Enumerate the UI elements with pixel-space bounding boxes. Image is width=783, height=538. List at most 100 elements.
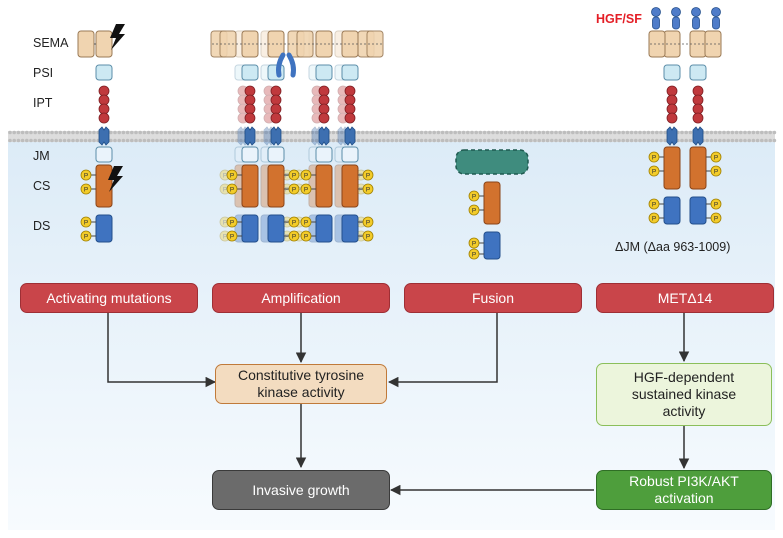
phosphate-label: P [223, 220, 227, 227]
met-exon14-box: METΔ14 [596, 283, 774, 313]
phosphate-label: P [359, 220, 363, 227]
phosphate-icon [648, 198, 660, 210]
label-sema: SEMA [33, 36, 69, 50]
kinase-lobe [689, 146, 707, 190]
phosphate-label: P [359, 234, 363, 241]
phosphate-icon [288, 169, 300, 181]
ipt-domain [692, 85, 704, 97]
phosphate-icon [80, 169, 92, 181]
kinase-lobe [689, 196, 707, 225]
sema-domain [77, 30, 95, 58]
phosphate-icon [300, 216, 312, 228]
hgf-ligand-icon [672, 16, 680, 30]
ipt-domain [666, 94, 678, 106]
label-jm: JM [33, 149, 50, 163]
phosphate-label: P [714, 155, 718, 162]
psi-domain [267, 64, 285, 81]
ipt-domain [270, 85, 282, 97]
phosphate-icon [648, 165, 660, 177]
psi-domain [95, 64, 113, 81]
ligand-icon [276, 52, 296, 78]
phosphate-icon [300, 183, 312, 195]
phosphate-icon [226, 216, 238, 228]
kinase-lobe [241, 214, 259, 243]
sema-domain [648, 30, 666, 58]
hgf-ligand-icon [671, 7, 681, 17]
hgf-ligand-icon [652, 16, 660, 30]
phosphate-label: P [285, 220, 289, 227]
ipt-domain [344, 85, 356, 97]
ipt-domain [98, 94, 110, 106]
hgf-ligand-icon [691, 7, 701, 17]
kinase-lobe [315, 214, 333, 243]
phosphate-label: P [652, 202, 656, 209]
phosphate-label: P [304, 220, 308, 227]
arrow-icon [387, 313, 498, 388]
membrane-bilayer-icon [8, 130, 777, 143]
label-ipt: IPT [33, 96, 53, 110]
phosphate-icon [468, 237, 480, 249]
phosphate-label: P [84, 220, 88, 227]
psi-domain [689, 64, 707, 81]
kinase-lobe [267, 214, 285, 243]
ipt-domain [666, 85, 678, 97]
ipt-domain [98, 103, 110, 115]
ipt-domain [270, 103, 282, 115]
ipt-domain [98, 112, 110, 124]
phosphate-label: P [472, 208, 476, 215]
phosphate-label: P [292, 234, 296, 241]
kinase-lobe [663, 196, 681, 225]
phosphate-label: P [472, 194, 476, 201]
phosphate-label: P [472, 252, 476, 259]
phosphate-label: P [230, 173, 234, 180]
ipt-domain [244, 85, 256, 97]
phosphate-icon [226, 230, 238, 242]
phosphate-label: P [230, 187, 234, 194]
phosphate-icon [80, 216, 92, 228]
phosphate-icon [468, 190, 480, 202]
lightning-bolt-icon [108, 166, 123, 192]
phosphate-icon [80, 230, 92, 242]
ipt-domain [98, 85, 110, 97]
jm-domain [95, 146, 113, 163]
phosphate-label: P [223, 173, 227, 180]
deletion-note: ΔJM (Δaa 963-1009) [615, 240, 731, 254]
ipt-domain [244, 112, 256, 124]
phosphate-icon [226, 169, 238, 181]
phosphate-label: P [230, 234, 234, 241]
phosphate-icon [468, 204, 480, 216]
phosphate-label: P [472, 241, 476, 248]
label-ds: DS [33, 219, 51, 233]
psi-domain [341, 64, 359, 81]
kinase-lobe [483, 181, 501, 225]
ipt-domain [666, 103, 678, 115]
hgf-dependent-box: HGF-dependent sustained kinase activity [596, 363, 772, 426]
hgf-ligand-icon [712, 16, 720, 30]
phosphate-label: P [304, 187, 308, 194]
kinase-lobe [95, 214, 113, 243]
phosphate-label: P [714, 202, 718, 209]
ipt-domain [318, 94, 330, 106]
phosphate-icon [468, 248, 480, 260]
phosphate-label: P [366, 220, 370, 227]
phosphate-label: P [285, 173, 289, 180]
kinase-lobe [95, 164, 113, 208]
jm-domain [241, 146, 259, 163]
phosphate-icon [710, 165, 722, 177]
kinase-lobe [341, 164, 359, 208]
phosphate-label: P [285, 187, 289, 194]
phosphate-label: P [285, 234, 289, 241]
phosphate-label: P [714, 216, 718, 223]
transmembrane-helix [98, 126, 110, 146]
psi-domain [241, 64, 259, 81]
kinase-lobe [483, 231, 501, 260]
phosphate-label: P [366, 173, 370, 180]
hgf-ligand-icon [651, 7, 661, 17]
intracellular-background [8, 138, 775, 530]
